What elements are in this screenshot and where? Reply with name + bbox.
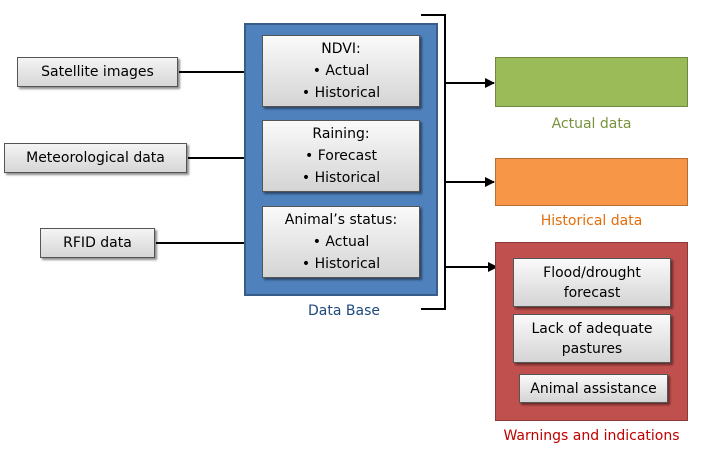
warnings-label: Warnings and indications <box>503 428 680 444</box>
warning-lack-pastures-line2: pastures <box>561 340 623 357</box>
warning-lack-pastures-line1: Lack of adequate <box>531 320 653 337</box>
actual-data-label: Actual data <box>551 116 632 132</box>
raining-title: Raining: <box>312 126 370 142</box>
warning-animal-assistance-label: Animal assistance <box>530 380 657 397</box>
bracket <box>421 14 446 310</box>
raining-item-historical: Historical <box>302 167 381 189</box>
meteorological-data-box: Meteorological data <box>4 143 187 173</box>
raining-item-forecast: Forecast <box>305 145 377 167</box>
warning-flood-drought: Flood/drought forecast <box>513 258 671 307</box>
warning-animal-assistance: Animal assistance <box>519 374 668 403</box>
ndvi-item-historical: Historical <box>302 82 381 104</box>
warning-flood-drought-line1: Flood/drought <box>543 264 641 281</box>
animal-item-actual: Actual <box>313 231 369 253</box>
ndvi-box: NDVI: Actual Historical <box>262 35 420 107</box>
satellite-images-label: Satellite images <box>41 64 154 80</box>
ndvi-item-actual: Actual <box>313 60 369 82</box>
ndvi-title: NDVI: <box>321 41 361 57</box>
animal-status-box: Animal’s status: Actual Historical <box>262 206 420 278</box>
satellite-images-box: Satellite images <box>17 57 178 87</box>
animal-status-title: Animal’s status: <box>284 212 398 228</box>
animal-item-historical: Historical <box>302 253 381 275</box>
meteorological-data-label: Meteorological data <box>26 150 165 166</box>
historical-data-label: Historical data <box>540 213 643 229</box>
warning-lack-pastures: Lack of adequate pastures <box>513 314 671 363</box>
actual-data-box <box>495 57 688 107</box>
warning-flood-drought-line2: forecast <box>563 284 621 301</box>
rfid-data-box: RFID data <box>40 228 155 258</box>
rfid-data-label: RFID data <box>63 235 132 251</box>
historical-data-box <box>495 158 688 206</box>
database-label: Data Base <box>308 303 380 319</box>
raining-box: Raining: Forecast Historical <box>262 120 420 192</box>
